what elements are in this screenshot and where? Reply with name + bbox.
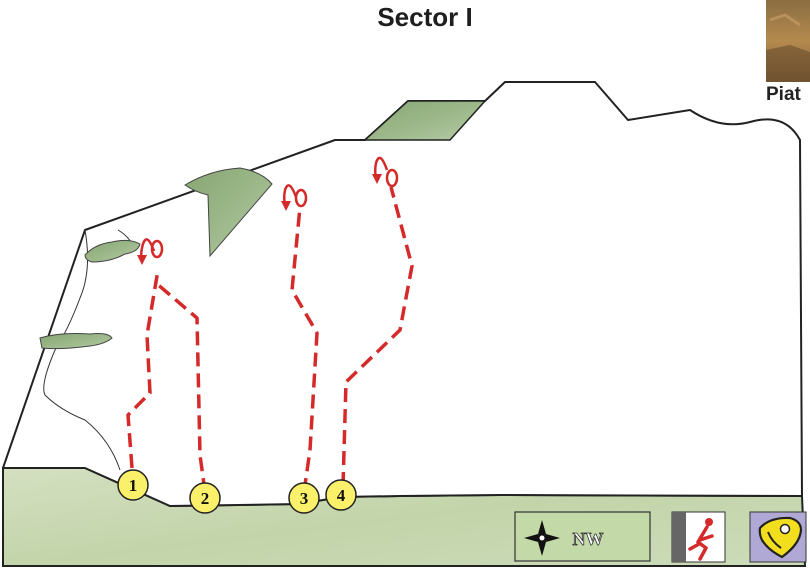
route-anchors bbox=[137, 156, 399, 265]
route-marker-1[interactable]: 1 bbox=[117, 469, 149, 501]
route-number: 3 bbox=[300, 489, 309, 508]
route-line-1 bbox=[126, 269, 160, 469]
route-marker-2[interactable]: 2 bbox=[189, 482, 221, 514]
route-number: 1 bbox=[129, 476, 138, 495]
route-lines bbox=[126, 186, 414, 493]
location-photo bbox=[766, 0, 810, 82]
compass-box: NW bbox=[514, 511, 651, 562]
route-line-3 bbox=[290, 206, 319, 493]
route-marker-3[interactable]: 3 bbox=[288, 482, 320, 514]
compass-rose-icon bbox=[524, 520, 560, 556]
anchor-icon bbox=[372, 156, 399, 188]
route-number: 2 bbox=[201, 489, 210, 508]
route-number: 4 bbox=[337, 486, 346, 505]
anchor-icon bbox=[137, 238, 164, 265]
helmet-icon bbox=[749, 511, 807, 563]
route-line-2 bbox=[154, 281, 207, 493]
anchor-icon bbox=[281, 184, 308, 211]
climber-icon bbox=[671, 511, 726, 563]
rock-face bbox=[2, 81, 803, 507]
photo-label: Piat bbox=[766, 84, 801, 105]
vegetation bbox=[39, 100, 487, 350]
sector-title: Sector I bbox=[377, 2, 473, 32]
route-line-4 bbox=[341, 186, 414, 487]
compass-direction: NW bbox=[573, 529, 604, 549]
route-marker-4[interactable]: 4 bbox=[325, 479, 357, 511]
